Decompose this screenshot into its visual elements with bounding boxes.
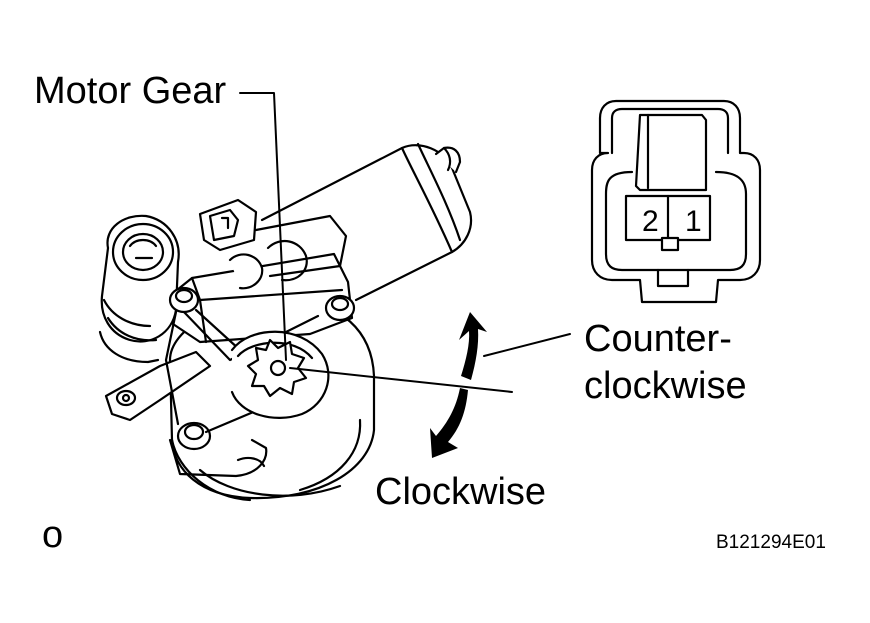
bolt-bottom-left [176, 421, 212, 451]
figure-code: B121294E01 [716, 532, 826, 553]
connector-pin-2-label: 2 [642, 205, 659, 238]
motor-gear [246, 338, 308, 398]
bolt-top-left [168, 286, 200, 314]
counter-clockwise-leader [483, 333, 571, 357]
clockwise-arrow [430, 388, 468, 458]
bolt-top-right [324, 294, 356, 322]
clockwise-label: Clockwise [375, 471, 547, 513]
counter-clockwise-label: Counter- clockwise [584, 318, 747, 407]
counter-clockwise-arrow [459, 312, 487, 380]
leader-lines [239, 92, 571, 393]
connector-face [590, 99, 762, 304]
rotation-arrows [430, 312, 487, 458]
motor-assembly [98, 142, 473, 502]
corner-mark: o [42, 514, 64, 556]
gear-center-leader [289, 367, 513, 393]
connector-pin-1-label: 1 [685, 205, 702, 238]
motor-gear-label: Motor Gear [34, 70, 227, 112]
motor-gear-leader [239, 92, 287, 361]
